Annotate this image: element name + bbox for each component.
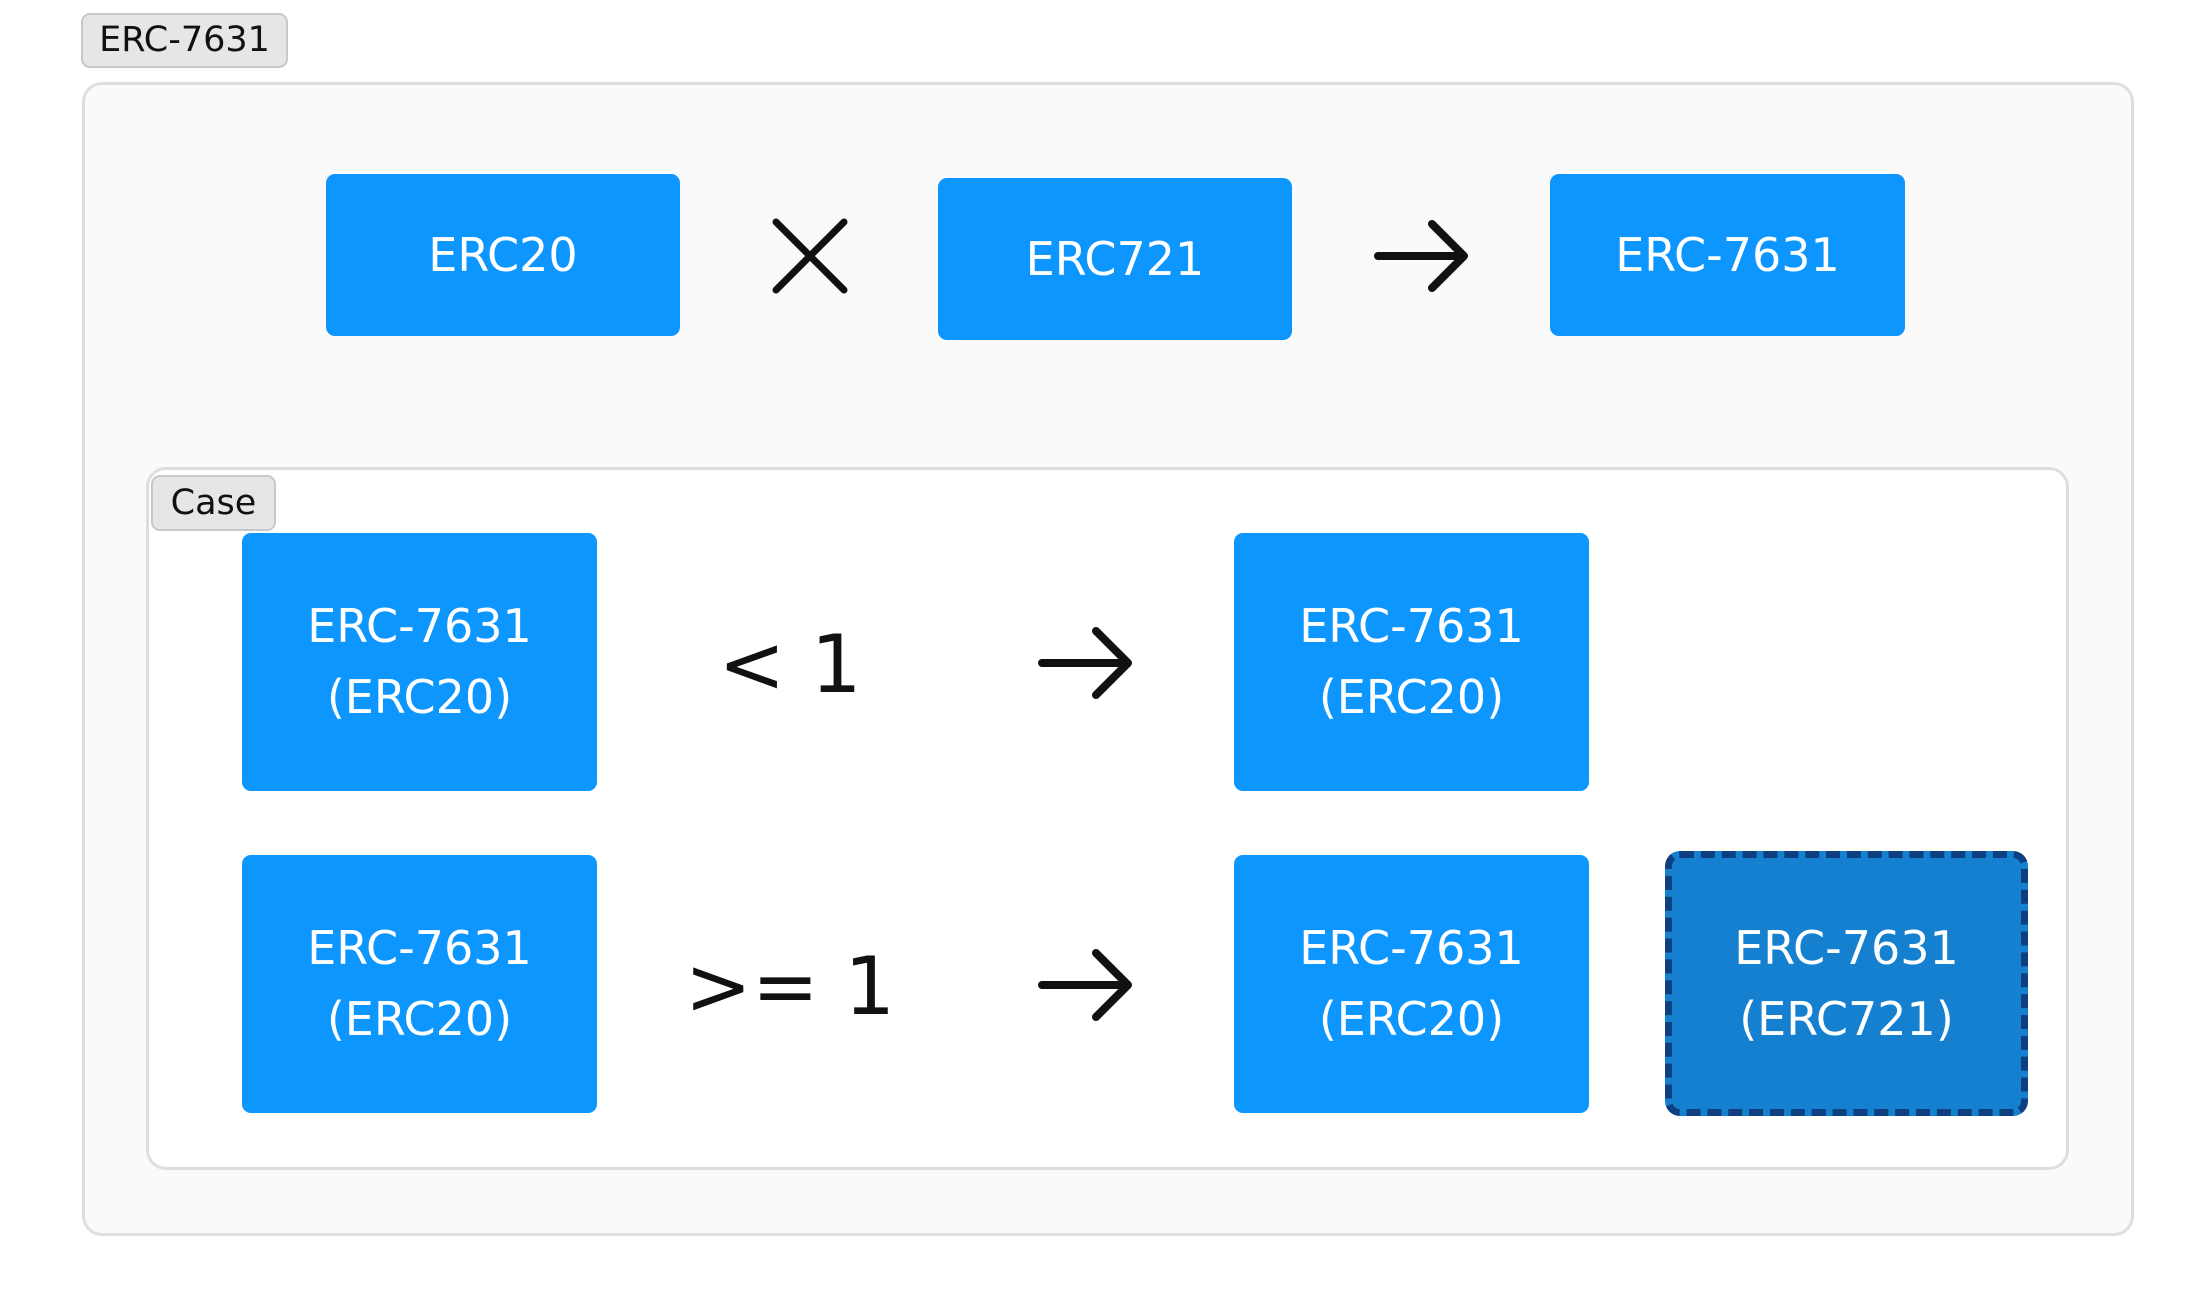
case-row-1-input-box: ERC-7631 (ERC20)	[242, 533, 597, 791]
arrow-right-icon	[1374, 220, 1468, 292]
case-row-1-condition: < 1	[718, 618, 862, 711]
cross-icon	[772, 218, 848, 294]
outer-label: ERC-7631	[81, 13, 288, 68]
case-row-2-output-erc721-box: ERC-7631 (ERC721)	[1665, 851, 2028, 1116]
erc7631-result-box: ERC-7631	[1550, 174, 1905, 336]
case-label: Case	[151, 475, 276, 531]
case-row-2-output-erc20-box: ERC-7631 (ERC20)	[1234, 855, 1589, 1113]
erc20-box: ERC20	[326, 174, 680, 336]
erc721-box: ERC721	[938, 178, 1292, 340]
arrow-right-icon	[1038, 949, 1132, 1021]
case-row-2-condition: >= 1	[684, 940, 896, 1033]
case-row-1-output-box: ERC-7631 (ERC20)	[1234, 533, 1589, 791]
arrow-right-icon	[1038, 627, 1132, 699]
case-row-2-input-box: ERC-7631 (ERC20)	[242, 855, 597, 1113]
